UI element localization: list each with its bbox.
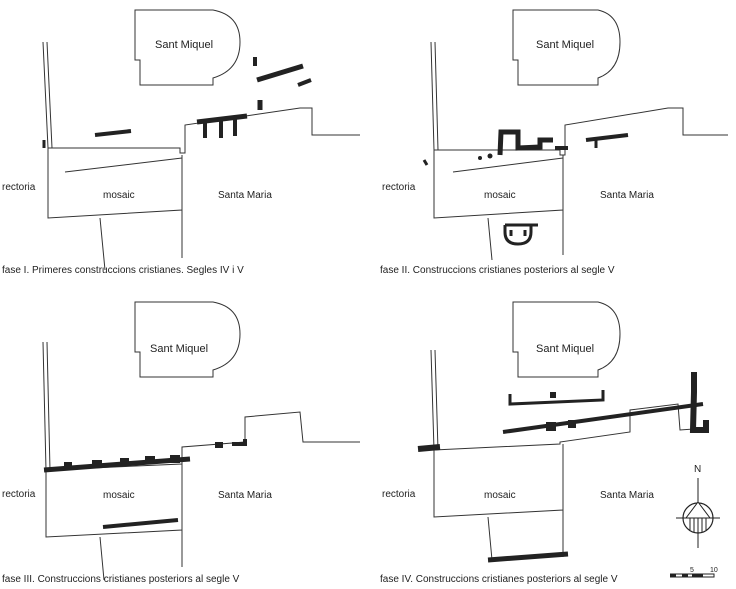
label-santa-maria: Santa Maria bbox=[600, 190, 654, 201]
wall-segment bbox=[94, 129, 132, 137]
wall-fragment bbox=[64, 462, 72, 470]
wall-fragment bbox=[550, 392, 556, 398]
label-sant-miquel: Sant Miquel bbox=[536, 343, 594, 355]
wall-segment bbox=[502, 402, 704, 434]
label-santa-maria: Santa Maria bbox=[218, 490, 272, 501]
wall-fragment bbox=[487, 153, 493, 159]
apse bbox=[503, 223, 538, 246]
walls-fase-2 bbox=[422, 129, 629, 246]
wall-segment bbox=[102, 518, 179, 529]
base-plan bbox=[42, 9, 360, 271]
wall-fragment bbox=[120, 458, 129, 466]
label-rectoria: rectoria bbox=[2, 489, 36, 500]
wall-segment bbox=[196, 113, 248, 125]
base-plan bbox=[430, 301, 709, 561]
wall-segment bbox=[297, 78, 312, 87]
label-mosaic: mosaic bbox=[103, 190, 135, 201]
wall-segment bbox=[487, 551, 569, 563]
label-mosaic: mosaic bbox=[484, 190, 516, 201]
wall-segment bbox=[422, 159, 429, 166]
label-rectoria: rectoria bbox=[382, 182, 416, 193]
wall-segment bbox=[497, 129, 553, 156]
caption-fase-4: fase IV. Construccions cristianes poster… bbox=[380, 574, 618, 585]
base-plan bbox=[430, 9, 728, 261]
wall-segment bbox=[256, 63, 304, 83]
north-arrow-icon bbox=[676, 478, 720, 548]
label-mosaic: mosaic bbox=[103, 490, 135, 501]
wall-fragment bbox=[215, 442, 223, 448]
caption-fase-3: fase III. Construccions cristianes poste… bbox=[2, 574, 240, 585]
wall-segment bbox=[508, 390, 605, 406]
wall-fragment bbox=[546, 422, 556, 431]
scale-bar: 5 10 bbox=[669, 567, 718, 578]
plan-fase-4: Sant Miquel rectoria mosaic Santa Maria … bbox=[368, 292, 736, 585]
plan-fase-3: Sant Miquel rectoria mosaic Santa Maria … bbox=[0, 292, 368, 585]
wall-fragment bbox=[568, 420, 576, 428]
label-santa-maria: Santa Maria bbox=[218, 190, 272, 201]
caption-fase-1: fase I. Primeres construccions cristiane… bbox=[2, 265, 244, 276]
plan-fase-2: Sant Miquel rectoria mosaic Santa Maria … bbox=[368, 0, 736, 292]
label-sant-miquel: Sant Miquel bbox=[536, 39, 594, 51]
label-mosaic: mosaic bbox=[484, 490, 516, 501]
caption-fase-2: fase II. Construccions cristianes poster… bbox=[380, 265, 615, 276]
wall-segment bbox=[689, 372, 709, 433]
wall-fragment bbox=[170, 455, 180, 463]
label-rectoria: rectoria bbox=[382, 489, 416, 500]
scale-tick-5: 5 bbox=[690, 567, 694, 574]
plan-fase-1: Sant Miquel rectoria mosaic Santa Maria … bbox=[0, 0, 368, 292]
label-sant-miquel: Sant Miquel bbox=[150, 343, 208, 355]
scale-tick-10: 10 bbox=[710, 567, 718, 574]
walls-fase-1 bbox=[42, 57, 312, 148]
label-santa-maria: Santa Maria bbox=[600, 490, 654, 501]
wall-fragment bbox=[478, 156, 482, 160]
wall-segment bbox=[585, 133, 629, 142]
walls-fase-3 bbox=[43, 439, 247, 529]
wall-segment bbox=[232, 439, 247, 446]
wall-segment bbox=[417, 444, 441, 452]
label-sant-miquel: Sant Miquel bbox=[155, 39, 213, 51]
walls-fase-4 bbox=[417, 372, 709, 563]
wall-fragment bbox=[92, 460, 102, 468]
wall-fragment bbox=[145, 456, 155, 464]
label-rectoria: rectoria bbox=[2, 182, 36, 193]
north-arrow-and-scale: N 5 10 bbox=[669, 462, 730, 584]
north-label: N bbox=[694, 464, 701, 475]
